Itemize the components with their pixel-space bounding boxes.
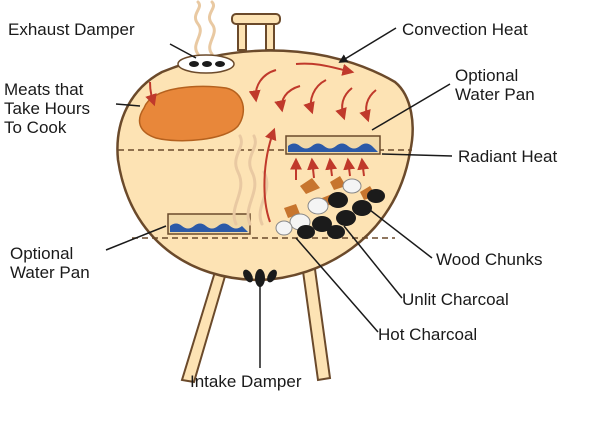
label-exhaust-damper: Exhaust Damper: [8, 20, 135, 39]
lid-handle: [231, 13, 281, 51]
label-intake-damper: Intake Damper: [190, 372, 302, 391]
meat-icon: [138, 85, 245, 142]
radiant-heat-arrows: [290, 157, 370, 180]
water-pan-bottom-icon: [167, 213, 251, 235]
label-unlit-charcoal: Unlit Charcoal: [402, 290, 509, 309]
label-hot-charcoal: Hot Charcoal: [378, 325, 478, 344]
intake-damper-icon: [243, 269, 277, 287]
label-radiant-heat: Radiant Heat: [458, 147, 558, 166]
label-meats: Meats that Take Hours To Cook: [4, 80, 90, 137]
interior-smoke: [232, 134, 269, 226]
label-water-pan-top-line-1: Optional: [455, 66, 519, 85]
convection-heat-arrows: [145, 62, 377, 223]
exhaust-damper-icon: [177, 54, 235, 74]
leader-lines: [105, 27, 453, 368]
label-optional-water-pan-top: Optional Water Pan: [455, 66, 535, 104]
label-wood-chunks: Wood Chunks: [436, 250, 543, 269]
label-meats-line-2: Take Hours: [4, 99, 90, 118]
label-convection-heat: Convection Heat: [402, 20, 528, 39]
label-meats-line-3: To Cook: [4, 118, 67, 137]
label-meats-line-1: Meats that: [4, 80, 84, 99]
label-optional-water-pan-bottom: Optional Water Pan: [10, 244, 90, 282]
label-water-pan-bottom-line-1: Optional: [10, 244, 74, 263]
label-water-pan-bottom-line-2: Water Pan: [10, 263, 90, 282]
exhaust-smoke: [193, 0, 216, 56]
label-water-pan-top-line-2: Water Pan: [455, 85, 535, 104]
coal-pile-icon: [275, 176, 385, 239]
water-pan-top-icon: [285, 135, 381, 155]
